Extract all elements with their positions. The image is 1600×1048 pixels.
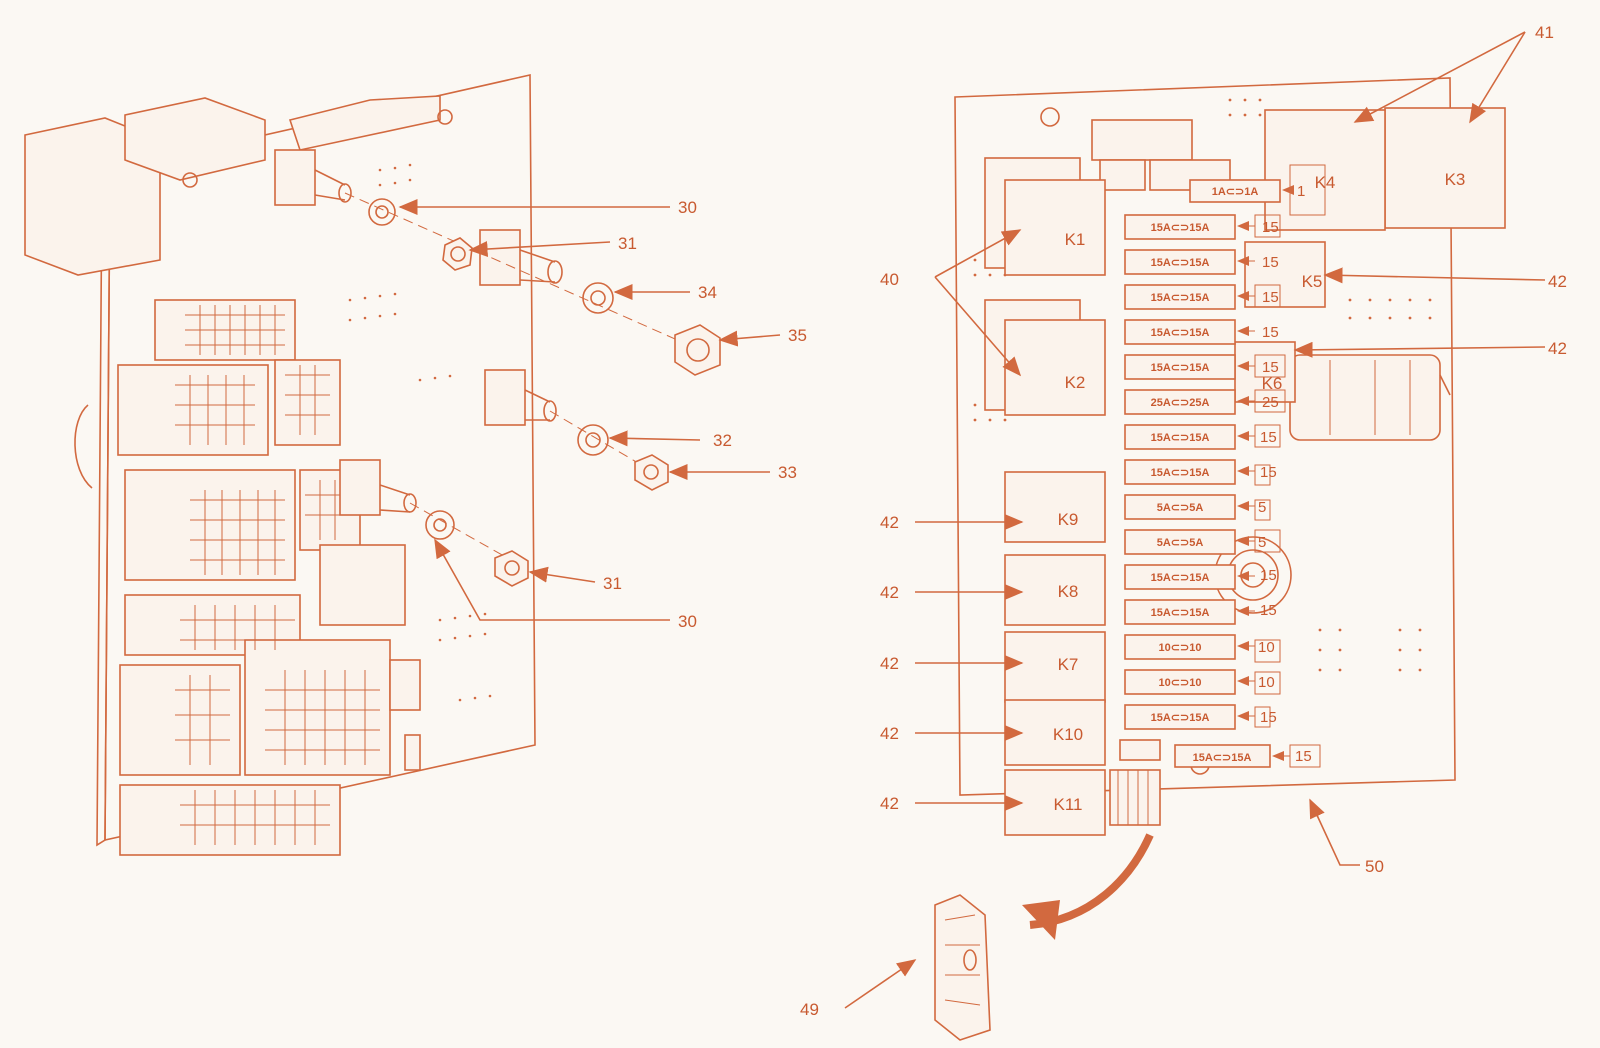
fuse-rating: 5	[1258, 499, 1266, 516]
callout-49: 49	[800, 1000, 819, 1019]
fuse-rating: 10	[1258, 674, 1275, 691]
label-K8: K8	[1058, 582, 1079, 601]
left-hardware	[368, 198, 721, 587]
fuse-rating: 1	[1297, 183, 1305, 200]
callout-30-top: 30	[678, 198, 697, 217]
label-K11: K11	[1054, 795, 1083, 814]
left-callout-labels: 30 31 34 35 32 33 31 30	[603, 198, 807, 631]
fuse-label-bottom: 15A⊂⊃15A	[1193, 752, 1252, 764]
label-K1: K1	[1065, 230, 1086, 249]
callout-32: 32	[713, 431, 732, 450]
fuse-label: 15A⊂⊃15A	[1151, 257, 1210, 269]
fuse-labels: 15A⊂⊃15A 15A⊂⊃15A 15A⊂⊃15A 15A⊂⊃15A 15A⊂…	[1151, 186, 1259, 764]
fuse-label: 15A⊂⊃15A	[1151, 362, 1210, 374]
fuse-rating: 15	[1262, 289, 1279, 306]
callout-35: 35	[788, 326, 807, 345]
fuse-label: 15A⊂⊃15A	[1151, 467, 1210, 479]
fuse-rating: 15	[1262, 254, 1279, 271]
callout-42-k5: 42	[1548, 272, 1567, 291]
fuse-label: 15A⊂⊃15A	[1151, 432, 1210, 444]
callout-50: 50	[1365, 857, 1384, 876]
relay-K1	[1004, 179, 1106, 276]
fuse-rating: 15	[1260, 429, 1277, 446]
left-circuit-board	[24, 74, 721, 856]
fuse-ratings: 15 15 15 15 15 25 15 15 5 5 15 15 10 10 …	[1258, 183, 1312, 765]
relay-K9	[1004, 471, 1106, 543]
callout-42-k6: 42	[1548, 339, 1567, 358]
label-K6: K6	[1262, 374, 1283, 393]
fuse-label: 15A⊂⊃15A	[1151, 572, 1210, 584]
fuse-rating: 15	[1262, 219, 1279, 236]
callout-31-top: 31	[618, 234, 637, 253]
relay-labels: K1 K2 K3 K4 K5 K6 K7 K8 K9 K10 K11	[1053, 170, 1466, 814]
relay-K7	[1004, 631, 1106, 703]
relay-K3	[1384, 107, 1506, 229]
fuse-rating: 15	[1262, 324, 1279, 341]
fuse-label: 10⊂⊃10	[1159, 642, 1202, 654]
label-K3: K3	[1445, 170, 1466, 189]
left-studs	[274, 149, 563, 516]
right-circuit-board	[954, 77, 1506, 836]
fuse-label: 15A⊂⊃15A	[1151, 292, 1210, 304]
label-K2: K2	[1065, 373, 1086, 392]
fuse-label: 25A⊂⊃25A	[1151, 397, 1210, 409]
callout-34: 34	[698, 283, 717, 302]
fuse-label: 1A⊂⊃1A	[1212, 186, 1259, 198]
label-K10: K10	[1053, 725, 1083, 744]
left-connector-blocks	[117, 299, 421, 856]
fuse-rating: 25	[1262, 394, 1279, 411]
callout-40: 40	[880, 270, 899, 289]
fuse-rating: 15	[1260, 602, 1277, 619]
callout-42-k8: 42	[880, 583, 899, 602]
fuse-label: 5A⊂⊃5A	[1157, 537, 1204, 549]
right-leader-lines	[844, 31, 1546, 1009]
fuse-puller-part	[934, 894, 991, 1041]
fuse-rating: 15	[1260, 709, 1277, 726]
callout-33: 33	[778, 463, 797, 482]
fuse-rating-bottom: 15	[1295, 748, 1312, 765]
label-K4: K4	[1315, 173, 1336, 192]
fuse-rating: 5	[1258, 534, 1266, 551]
fuse-label: 15A⊂⊃15A	[1151, 222, 1210, 234]
callout-42-k11: 42	[880, 794, 899, 813]
relay-K2	[1004, 319, 1106, 416]
fuse-label: 15A⊂⊃15A	[1151, 607, 1210, 619]
fuse-rating: 15	[1260, 464, 1277, 481]
relay-K8	[1004, 554, 1106, 626]
callout-42-k9: 42	[880, 513, 899, 532]
callout-30-bottom: 30	[678, 612, 697, 631]
callout-31-bottom: 31	[603, 574, 622, 593]
fuse-label: 15A⊂⊃15A	[1151, 327, 1210, 339]
capacitor	[1289, 354, 1451, 441]
left-leader-lines	[398, 199, 781, 621]
fuse-rating: 15	[1262, 359, 1279, 376]
label-K7: K7	[1058, 655, 1079, 674]
fuse-rating: 15	[1260, 567, 1277, 584]
fuse-slots	[1119, 179, 1281, 768]
fuse-label: 15A⊂⊃15A	[1151, 712, 1210, 724]
label-K5: K5	[1302, 272, 1323, 291]
right-callout-labels: 41 40 42 42 42 42 42 42 42 50 49	[800, 23, 1567, 1019]
callout-42-k10: 42	[880, 724, 899, 743]
fuse-label: 10⊂⊃10	[1159, 677, 1202, 689]
fuse-rating: 10	[1258, 639, 1275, 656]
fuse-label: 5A⊂⊃5A	[1157, 502, 1204, 514]
callout-42-k7: 42	[880, 654, 899, 673]
relays	[984, 107, 1506, 836]
label-K9: K9	[1058, 510, 1079, 529]
callout-41: 41	[1535, 23, 1554, 42]
